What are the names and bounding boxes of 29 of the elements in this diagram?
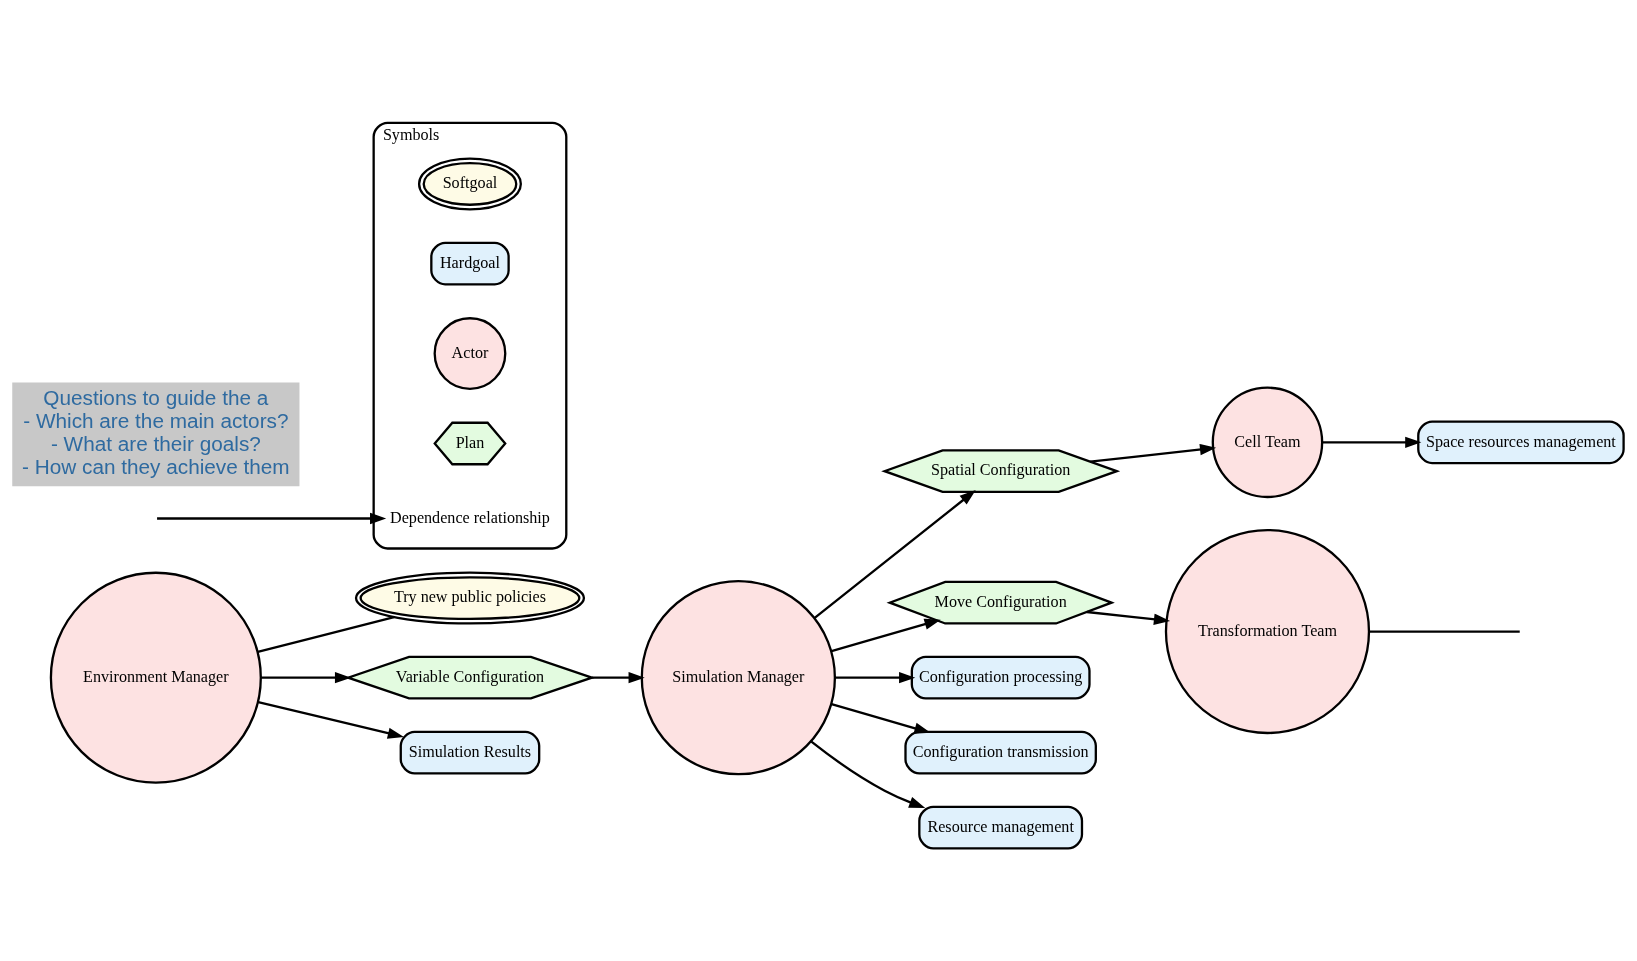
node-circle: Simulation Manager (640, 579, 837, 775)
arrow (1086, 610, 1171, 625)
node-circle: Environment Manager (49, 571, 262, 784)
node-circle: Actor (433, 316, 507, 390)
arrow (831, 618, 941, 652)
node-ellipse: Softgoal (417, 156, 522, 210)
arrow (1322, 436, 1422, 448)
node-circle: Transformation Team (1164, 528, 1371, 734)
connector (1368, 629, 1520, 633)
node-box: Questions to guide the a - Which are the main actors? - What are their goals? - How can they achieve them (12, 381, 300, 486)
arrow (814, 489, 976, 619)
arrow (1090, 443, 1217, 463)
node-box: Resource management (918, 805, 1084, 850)
arrow (260, 671, 352, 683)
node-box: Simulation Results (399, 730, 541, 775)
node-box: Configuration transmission (904, 730, 1097, 775)
connector (257, 615, 395, 653)
arrow (831, 702, 931, 734)
arrow (592, 671, 645, 683)
node-ellipse: Try new public policies (354, 571, 586, 625)
node-box: Space resources management (1417, 419, 1625, 464)
node-box: Hardgoal (430, 241, 510, 285)
node-box: Configuration processing (910, 655, 1091, 700)
node-circle: Cell Team (1211, 386, 1324, 498)
node-text: Dependence relationship (390, 508, 550, 526)
arrow (257, 700, 404, 739)
arrow (835, 671, 916, 683)
arrow (157, 512, 387, 524)
arrow (810, 740, 926, 808)
